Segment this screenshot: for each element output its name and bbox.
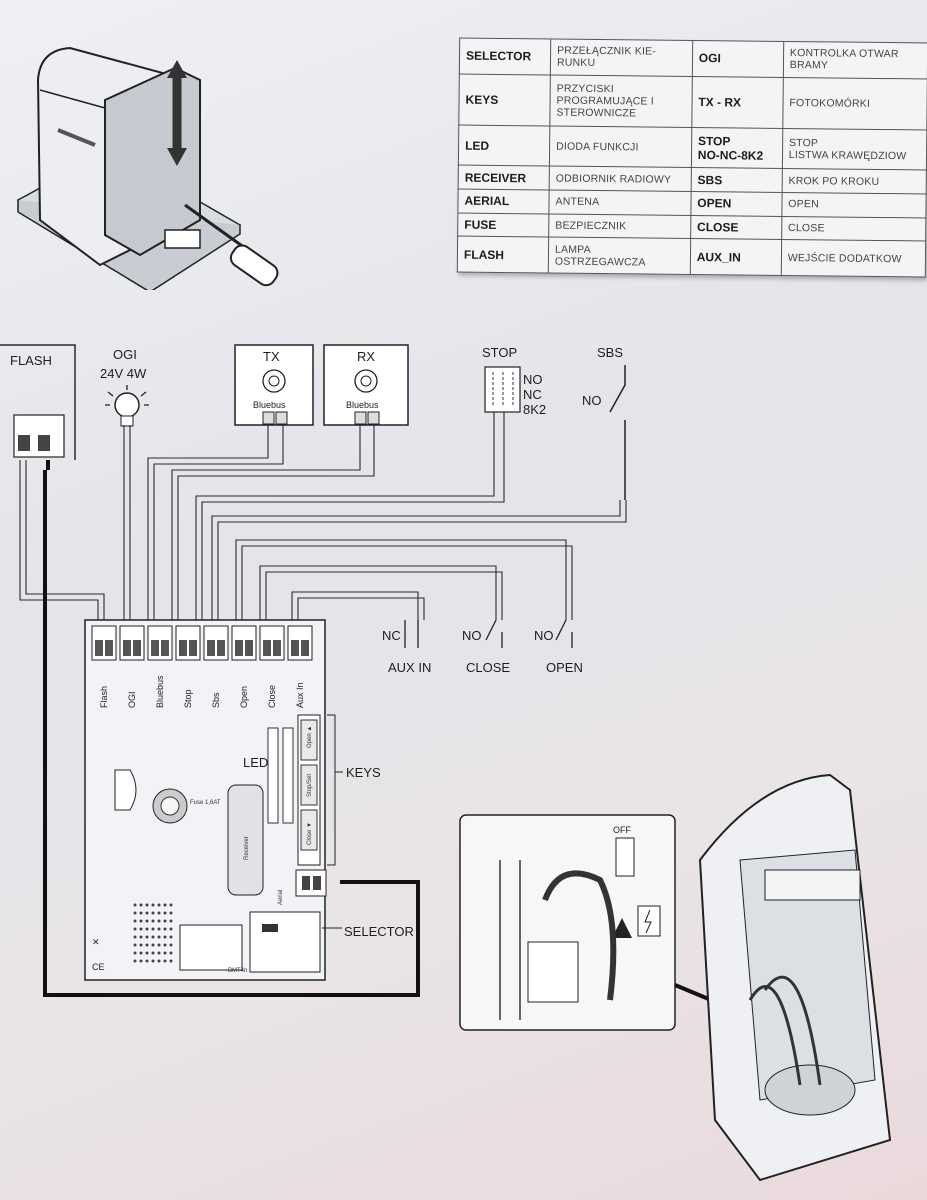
terminal-label: OGI xyxy=(127,691,137,708)
screwdriver-icon xyxy=(184,203,279,287)
svg-text:Open ▲: Open ▲ xyxy=(307,726,313,748)
aerial-cable xyxy=(43,460,420,997)
open-label: OPEN xyxy=(546,660,583,675)
selector-label: SELECTOR xyxy=(344,924,414,939)
close-label: CLOSE xyxy=(466,660,510,675)
led-column xyxy=(267,727,294,824)
weee-bin-icon: ✕ xyxy=(92,937,100,947)
terminal-ogi xyxy=(119,625,145,661)
capacitor xyxy=(114,769,137,811)
terminal-block xyxy=(527,941,579,1003)
electric-hazard-icon xyxy=(637,905,661,937)
terminal-label: Close xyxy=(267,685,277,708)
sbs-label: SBS xyxy=(597,345,623,360)
receiver-label: Receiver xyxy=(244,836,250,860)
terminal-bluebus xyxy=(147,625,173,661)
terminal-close xyxy=(259,625,285,661)
selector-switch[interactable] xyxy=(262,924,278,932)
svg-text:Stop/Set: Stop/Set xyxy=(307,774,313,797)
terminal-label: Bluebus xyxy=(155,675,165,708)
off-label: OFF xyxy=(613,825,631,835)
aerial-terminal xyxy=(295,869,327,897)
stop-label: STOP xyxy=(482,345,517,360)
receiver-slot xyxy=(227,784,264,896)
terminal-flash xyxy=(91,625,117,661)
svg-text:NC: NC xyxy=(382,628,401,643)
fuse-icon xyxy=(152,788,188,824)
terminal-stop xyxy=(175,625,201,661)
motor-illustration xyxy=(16,46,279,290)
terminal-open xyxy=(231,625,257,661)
aux-in-switch: NC xyxy=(382,620,419,648)
flash-box xyxy=(0,344,76,460)
ogi-label: OGI xyxy=(113,347,137,362)
terminal-label: Open xyxy=(239,686,249,708)
keys-group: Open ▲ Stop/Set Close ▼ xyxy=(297,714,343,866)
bmt-label: BMT4n xyxy=(228,968,247,974)
keys-label: KEYS xyxy=(346,765,381,780)
stop-8k2-label: 8K2 xyxy=(523,402,546,417)
breaker-icon xyxy=(615,837,635,877)
aerial-label: Aerial xyxy=(278,890,284,905)
svg-text:NO: NO xyxy=(534,628,554,643)
lamp-icon xyxy=(105,385,149,427)
bmt-connector xyxy=(179,924,243,971)
svg-text:NO: NO xyxy=(462,628,482,643)
led-label: LED xyxy=(243,755,268,770)
ce-mark-icon: CE xyxy=(92,962,105,972)
terminal-label: Stop xyxy=(183,689,193,708)
terminal-label: Sbs xyxy=(211,692,221,708)
svg-text:Close ▼: Close ▼ xyxy=(307,822,313,845)
stop-nc-label: NC xyxy=(523,387,542,402)
flash-label: FLASH xyxy=(10,353,52,368)
rx-bluebus-label: Bluebus xyxy=(346,400,379,410)
ogi-spec-label: 24V 4W xyxy=(100,366,147,381)
tx-label: TX xyxy=(263,349,280,364)
terminal-sbs xyxy=(203,625,229,661)
aux-in-label: AUX IN xyxy=(388,660,431,675)
stop-no-label: NO xyxy=(523,372,543,387)
tx-bluebus-label: Bluebus xyxy=(253,400,286,410)
terminal-aux-in xyxy=(287,625,313,661)
up-down-arrow-icon xyxy=(167,60,187,166)
vent-grid xyxy=(133,903,173,963)
stop-set-key[interactable] xyxy=(300,764,318,806)
sbs-no-label: NO xyxy=(582,393,602,408)
close-switch: NO xyxy=(462,619,503,648)
open-switch: NO xyxy=(534,619,573,648)
warning-icon xyxy=(612,918,632,938)
rx-label: RX xyxy=(357,349,375,364)
wires xyxy=(19,412,627,625)
terminal-label: Aux In xyxy=(295,682,305,708)
open-key[interactable] xyxy=(300,719,318,761)
fuse-label: Fuse 1,6AT xyxy=(190,800,221,806)
sbs-switch xyxy=(609,365,626,500)
terminal-label: Flash xyxy=(99,686,109,708)
close-key[interactable] xyxy=(300,809,318,851)
selector-switch-area xyxy=(249,911,321,973)
